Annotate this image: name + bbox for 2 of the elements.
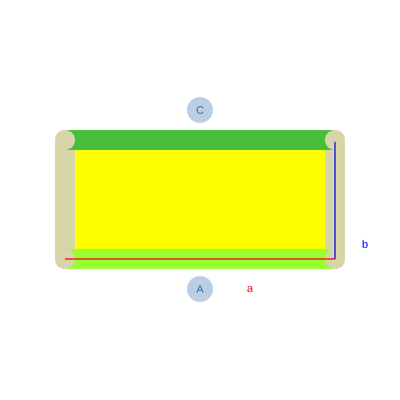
side-label: a [247, 286, 254, 292]
side-label: b [362, 240, 368, 248]
